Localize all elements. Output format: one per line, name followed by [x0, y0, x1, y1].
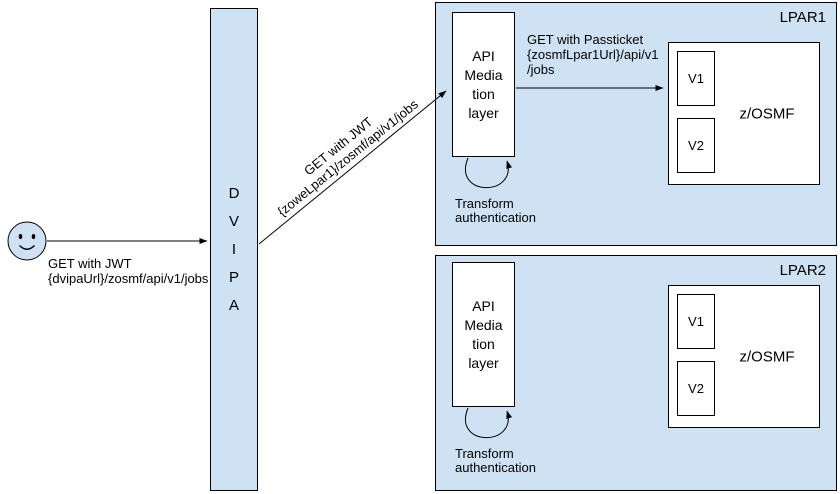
apiml-label-line: Media: [464, 66, 503, 83]
apiml-label-line: layer: [468, 104, 499, 121]
dvipa-letter: D: [228, 184, 240, 202]
lpar2-apiml-box: API Media tion layer: [452, 262, 515, 407]
dvipa-letter: I: [231, 240, 237, 258]
apiml-label-line: tion: [472, 335, 495, 352]
lpar1-apiml-box: API Media tion layer: [452, 12, 515, 157]
user-icon: [7, 221, 47, 261]
zosmf-label: z/OSMF: [739, 348, 795, 365]
apiml-label-line: Media: [464, 316, 503, 333]
passticket-request-line2: {zosmfLpar1Url}/api/v1: [527, 47, 659, 62]
lpar2-zosmf-box: z/OSMF V1 V2: [668, 285, 820, 428]
user-request-label: GET with JWT {dvipaUrl}/zosmf/api/v1/job…: [48, 256, 208, 286]
gateway-request-line2: {zoweLpar1}/zosmf/api/v1/jobs: [274, 96, 421, 220]
transform-line2: authentication: [455, 460, 536, 475]
zosmf-v2-box: V2: [677, 118, 715, 173]
user-request-line2: {dvipaUrl}/zosmf/api/v1/jobs: [48, 271, 209, 286]
apiml-label-line: layer: [468, 354, 499, 371]
lpar2-title: LPAR2: [779, 262, 826, 279]
zosmf-label: z/OSMF: [739, 105, 795, 122]
zosmf-v1-box: V1: [677, 51, 715, 106]
passticket-request-label: GET with Passticket {zosmfLpar1Url}/api/…: [527, 32, 659, 77]
lpar2-transform-label: Transform authentication: [455, 447, 536, 475]
dvipa-to-apiml-arrow: [258, 90, 447, 245]
apiml-label-line: API: [472, 297, 495, 314]
passticket-request-line3: /jobs: [527, 62, 555, 77]
user-request-line1: GET with JWT: [48, 256, 132, 271]
transform-line1: Transform: [455, 196, 514, 211]
gateway-request-line1: GET with JWT: [301, 114, 376, 179]
dvipa-letter: P: [228, 268, 239, 286]
gateway-request-label: GET with JWT {zoweLpar1}/zosmf/api/v1/jo…: [265, 85, 421, 220]
dvipa-letter: V: [228, 212, 239, 230]
passticket-request-line1: GET with Passticket: [527, 32, 644, 47]
transform-line1: Transform: [455, 446, 514, 461]
lpar1-transform-label: Transform authentication: [455, 197, 536, 225]
transform-line2: authentication: [455, 210, 536, 225]
dvipa-box: D V I P A: [210, 8, 258, 491]
lpar1-title: LPAR1: [779, 9, 826, 26]
zosmf-v2-box: V2: [677, 361, 715, 416]
apiml-label-line: API: [472, 47, 495, 64]
dvipa-letter: A: [228, 296, 239, 314]
zosmf-v1-box: V1: [677, 294, 715, 349]
apiml-label-line: tion: [472, 85, 495, 102]
lpar1-zosmf-box: z/OSMF V1 V2: [668, 42, 820, 185]
